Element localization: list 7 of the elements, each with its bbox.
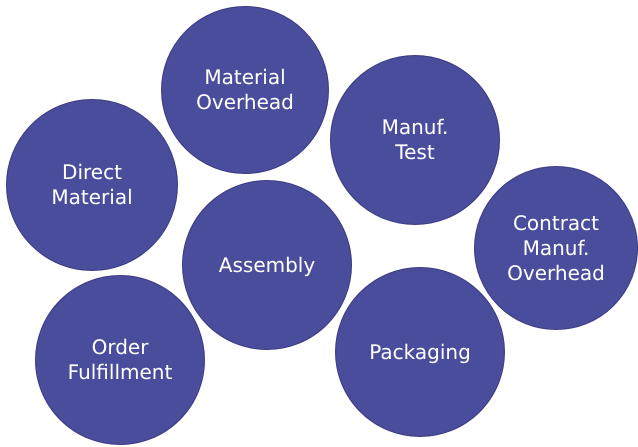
node-label: Direct Material: [50, 160, 134, 210]
node-label: Order Fulfillment: [66, 335, 174, 385]
node-label: Assembly: [218, 252, 316, 278]
node-label: Contract Manuf. Overhead: [506, 210, 606, 286]
node-label: Material Overhead: [195, 65, 295, 115]
node-label: Manuf. Test: [380, 115, 450, 165]
node-label: Packaging: [368, 340, 472, 364]
